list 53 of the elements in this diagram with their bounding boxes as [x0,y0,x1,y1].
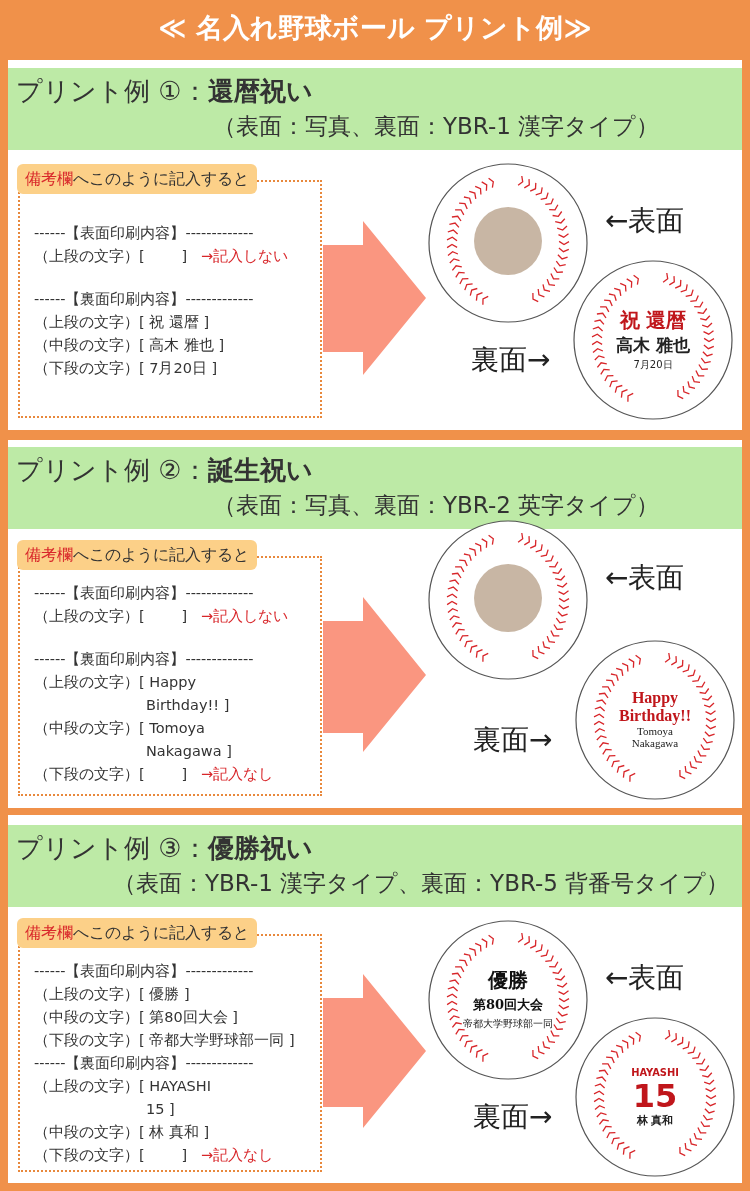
section-heading: プリント例 ③：優勝祝い [16,832,313,865]
note-line: ------【裏面印刷内容】------------- [34,1054,254,1073]
note-line: （下段の文字）[ ] →記入なし [34,1146,274,1165]
note-line: （上段の文字）[ ] →記入しない [34,247,289,266]
note-line: （上段の文字）[ ] →記入しない [34,607,289,626]
heading-band [8,447,742,529]
note-line: （上段の文字）[ HAYASHI 15 ] [34,1077,212,1119]
note-tag: 備考欄へこのように記入すると [17,164,257,194]
note-tag: 備考欄へこのように記入すると [17,540,257,570]
ball-print-text: 高木 雅也 [616,333,690,357]
side-label: 裏面→ [473,1099,553,1135]
ball-print-text: Happy Birthday!! [618,689,692,725]
section-heading: プリント例 ①：還暦祝い [16,75,313,108]
ball-print-text: 林 真和 [636,1113,674,1128]
heading-band [8,825,742,907]
side-label: ←表面 [605,560,685,596]
section-heading: プリント例 ②：誕生祝い [16,454,313,487]
note-tag: 備考欄へこのように記入すると [17,918,257,948]
heading-band [8,68,742,150]
section-subtitle: （表面：写真、裏面：YBR-2 英字タイプ） [213,491,660,520]
side-label: ←表面 [605,960,685,996]
note-line: （中段の文字）[ 高木 雅也 ] [34,336,225,355]
note-line: ------【表面印刷内容】------------- [34,224,254,243]
ball-print-text: 帝都大学野球部一同 [463,1017,553,1031]
note-line: （中段の文字）[ Tomoya Nakagawa ] [34,719,233,761]
section-subtitle: （表面：YBR-1 漢字タイプ、裏面：YBR-5 背番号タイプ） [113,869,730,898]
ball-print-text: 7月20日 [633,357,673,372]
arrow [323,974,426,1128]
arrow [323,597,426,752]
note-line: ------【裏面印刷内容】------------- [34,650,254,669]
ball-print-text: 祝 還暦 [619,306,687,334]
arrow [323,221,426,375]
side-label: 裏面→ [473,722,553,758]
section-subtitle: （表面：写真、裏面：YBR-1 漢字タイプ） [213,112,660,141]
ball-print-text: 第80回大会 [472,996,544,1014]
note-line: ------【表面印刷内容】------------- [34,962,254,981]
title-text: ≪ 名入れ野球ボール プリント例≫ [157,11,593,45]
ball-print-text: Tomoya Nakagawa [630,725,680,749]
side-label: 裏面→ [471,342,551,378]
note-line: ------【裏面印刷内容】------------- [34,290,254,309]
note-line: （下段の文字）[ 帝都大学野球部一同 ] [34,1031,295,1050]
note-line: （中段の文字）[ 第80回大会 ] [34,1008,238,1027]
ball-print-text: 優勝 [488,967,528,994]
ball-print-text: HAYASHI [631,1066,679,1079]
note-line: （上段の文字）[ 祝 還暦 ] [34,313,210,332]
side-label: ←表面 [605,203,685,239]
note-line: （上段の文字）[ 優勝 ] [34,985,190,1004]
ball-print-text: 15 [632,1079,678,1113]
note-line: ------【表面印刷内容】------------- [34,584,254,603]
note-line: （中段の文字）[ 林 真和 ] [34,1123,210,1142]
note-line: （上段の文字）[ Happy Birthday!! ] [34,673,231,715]
note-line: （下段の文字）[ 7月20日 ] [34,359,218,378]
note-line: （下段の文字）[ ] →記入なし [34,765,274,784]
